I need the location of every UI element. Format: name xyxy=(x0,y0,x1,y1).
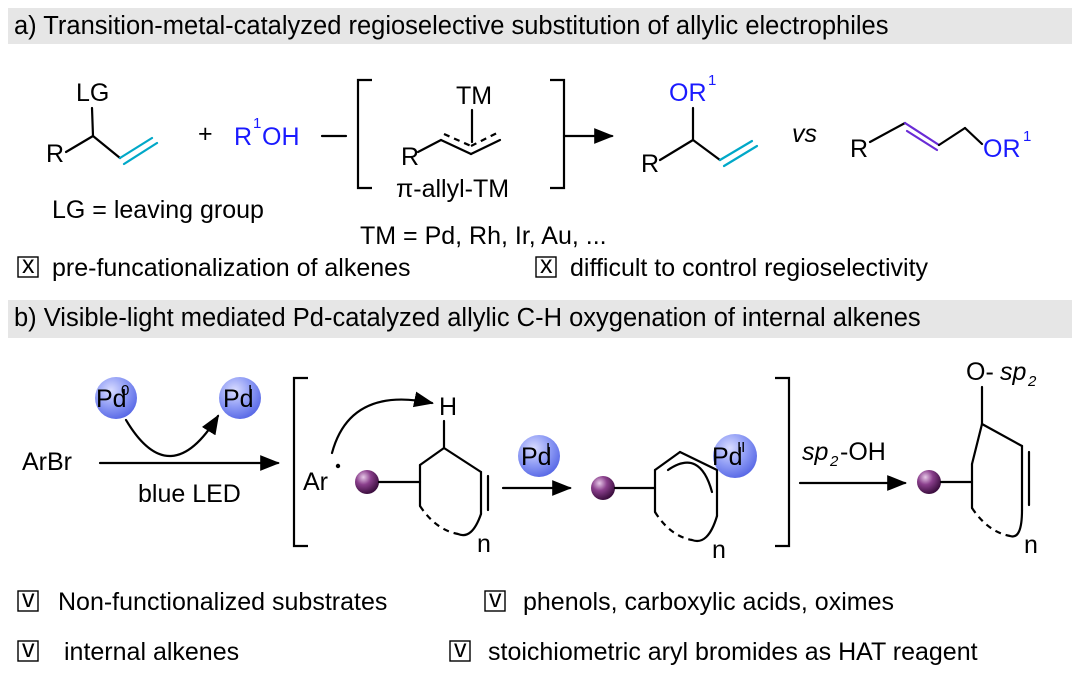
benefit-3: v internal alkenes xyxy=(17,635,239,666)
plus-sign: + xyxy=(198,120,213,148)
svg-text:Pd: Pd xyxy=(521,443,552,471)
svg-text:R: R xyxy=(641,150,659,178)
lg-label: LG xyxy=(76,79,109,107)
svg-text:I: I xyxy=(248,382,252,399)
alcohol-reagent: R 1 OH xyxy=(234,115,300,151)
pd-allyl-intermediate: n Pd II xyxy=(591,434,757,564)
pi-allyl-intermediate: TM R π-allyl-TM xyxy=(356,78,566,203)
svg-text:H: H xyxy=(439,393,457,421)
svg-text:n: n xyxy=(712,536,726,564)
oxygenation-product: O- sp 2 n xyxy=(917,358,1038,559)
arbr-label: ArBr xyxy=(22,448,72,476)
svg-text:internal alkenes: internal alkenes xyxy=(64,638,239,666)
tm-definition: TM = Pd, Rh, Ir, Au, ... xyxy=(360,222,607,250)
svg-text:v: v xyxy=(454,635,467,663)
linear-product: R OR 1 xyxy=(850,121,1031,163)
svg-text:sp: sp xyxy=(802,438,829,466)
benefit-4: v stoichiometric aryl bromides as HAT re… xyxy=(449,635,978,666)
nucleophile-arrow: sp 2 -OH xyxy=(798,438,907,491)
svg-text:OR: OR xyxy=(983,135,1021,163)
section-a-header: a) Transition-metal-catalyzed regioselec… xyxy=(8,8,1072,44)
section-b-title: b) Visible-light mediated Pd-catalyzed a… xyxy=(14,304,921,332)
svg-text:R: R xyxy=(234,123,252,151)
svg-text:I: I xyxy=(546,440,550,457)
svg-text:Non-functionalized substrates: Non-functionalized substrates xyxy=(58,588,387,616)
drawback-2: x difficult to control regioselectivity xyxy=(535,251,929,282)
tm-label: TM xyxy=(456,82,492,110)
pdI-sphere-middle: Pd I xyxy=(518,435,560,477)
svg-text:1: 1 xyxy=(708,72,716,89)
ar-radical-label: Ar xyxy=(303,468,328,496)
svg-text:OH: OH xyxy=(262,123,300,151)
section-a-title: a) Transition-metal-catalyzed regioselec… xyxy=(14,12,889,40)
svg-text:Pd: Pd xyxy=(223,385,254,413)
svg-text:phenols, carboxylic acids, oxi: phenols, carboxylic acids, oximes xyxy=(523,588,894,616)
svg-text:2: 2 xyxy=(829,453,839,470)
svg-text:pre-funcationalization of alke: pre-funcationalization of alkenes xyxy=(52,254,411,282)
svg-text:stoichiometric aryl bromides a: stoichiometric aryl bromides as HAT reag… xyxy=(488,638,978,666)
pdI-sphere-left: Pd I xyxy=(219,377,261,419)
branched-product: OR 1 R xyxy=(641,72,759,178)
pi-allyl-label: π-allyl-TM xyxy=(396,175,509,203)
svg-text:v: v xyxy=(22,585,35,613)
svg-text:1: 1 xyxy=(253,115,261,132)
svg-text:v: v xyxy=(489,585,502,613)
svg-text:x: x xyxy=(22,251,35,279)
blue-led-label: blue LED xyxy=(138,480,241,508)
svg-text:sp: sp xyxy=(1000,358,1027,386)
svg-text:1: 1 xyxy=(1023,128,1031,145)
svg-text:n: n xyxy=(1024,531,1038,559)
drawback-1: x pre-funcationalization of alkenes xyxy=(17,251,411,282)
svg-text:O-: O- xyxy=(966,358,994,386)
r-label: R xyxy=(46,140,64,168)
pd0-sphere: Pd 0 xyxy=(95,377,137,419)
svg-text:v: v xyxy=(22,635,35,663)
svg-text:difficult to control regiosele: difficult to control regioselectivity xyxy=(570,254,929,282)
alkene-bond xyxy=(118,136,154,160)
svg-text:R: R xyxy=(401,143,419,171)
svg-text:x: x xyxy=(540,251,553,279)
svg-text:OR: OR xyxy=(669,79,707,107)
svg-text:Pd: Pd xyxy=(96,385,127,413)
svg-text:2: 2 xyxy=(1027,373,1037,390)
svg-text:Pd: Pd xyxy=(712,443,743,471)
lg-definition: LG = leaving group xyxy=(52,196,264,224)
svg-text:II: II xyxy=(737,439,745,456)
pd-oxidation-arrow xyxy=(124,414,220,458)
aryl-radical-intermediate: Ar H n xyxy=(303,391,491,558)
benefit-2: v phenols, carboxylic acids, oximes xyxy=(484,585,894,616)
vs-label: vs xyxy=(792,120,817,148)
svg-text:-OH: -OH xyxy=(840,438,886,466)
benefit-1: v Non-functionalized substrates xyxy=(17,585,387,616)
section-b-header: b) Visible-light mediated Pd-catalyzed a… xyxy=(8,300,1072,338)
allyl-electrophile: LG R xyxy=(46,79,159,168)
svg-text:n: n xyxy=(477,530,491,558)
svg-text:0: 0 xyxy=(121,382,129,399)
svg-text:R: R xyxy=(850,135,868,163)
